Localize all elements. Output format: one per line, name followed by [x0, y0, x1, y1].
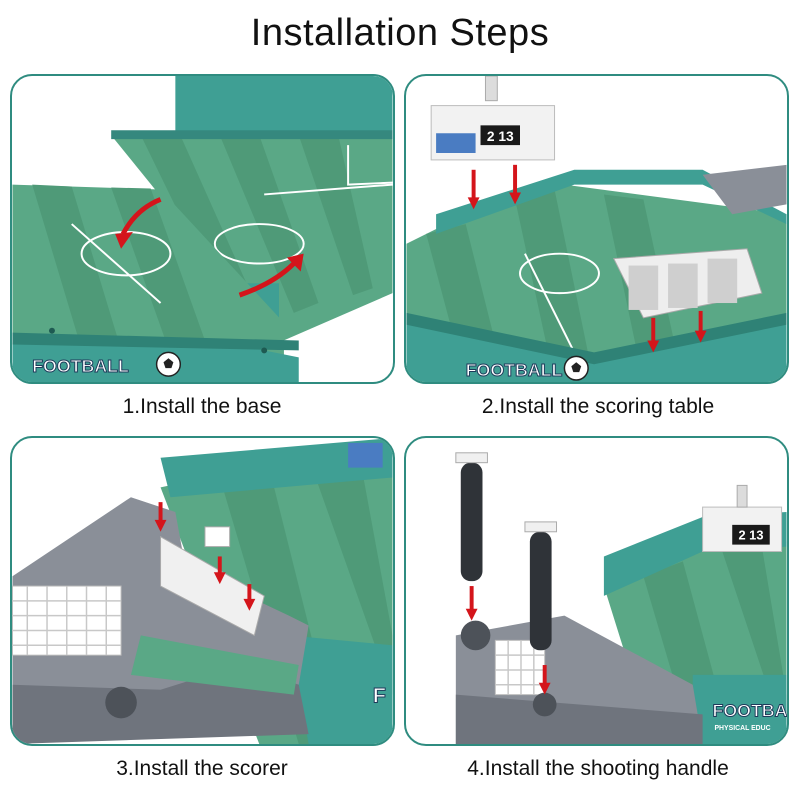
step-1-caption: 1.Install the base: [122, 395, 282, 418]
step-1-image: FOOTBALL: [10, 74, 395, 384]
step-3-illustration: F: [12, 438, 393, 744]
step-4-scoreboard-digits: 2 13: [738, 528, 763, 543]
step-4-caption: 4.Install the shooting handle: [467, 757, 729, 780]
step-4-illustration: 2 13 FOOTBAL PHYSICAL EDUC: [455, 452, 787, 744]
step-3-image: F: [10, 436, 395, 746]
step-4-image: 2 13 FOOTBAL PHYSICAL EDUC: [404, 436, 789, 746]
page-title: Installation Steps: [250, 12, 550, 54]
step-2-illustration: 2 13 FOOTBALL: [406, 76, 787, 382]
step-2-image: 2 13 FOOTBALL: [404, 74, 789, 384]
step-2-scoreboard-digits: 2 13: [487, 128, 514, 144]
step-1-brand-text: FOOTBALL: [32, 356, 129, 376]
step-2-caption: 2.Install the scoring table: [481, 395, 715, 418]
step-4-brand-subtext: PHYSICAL EDUC: [714, 725, 770, 732]
step-3-caption: 3.Install the scorer: [116, 757, 288, 780]
step-2-brand-text: FOOTBALL: [466, 360, 563, 380]
step-3-brand-fragment: F: [373, 683, 386, 708]
step-1-illustration: FOOTBALL: [12, 76, 393, 382]
step-4-brand-text: FOOTBAL: [712, 700, 787, 720]
